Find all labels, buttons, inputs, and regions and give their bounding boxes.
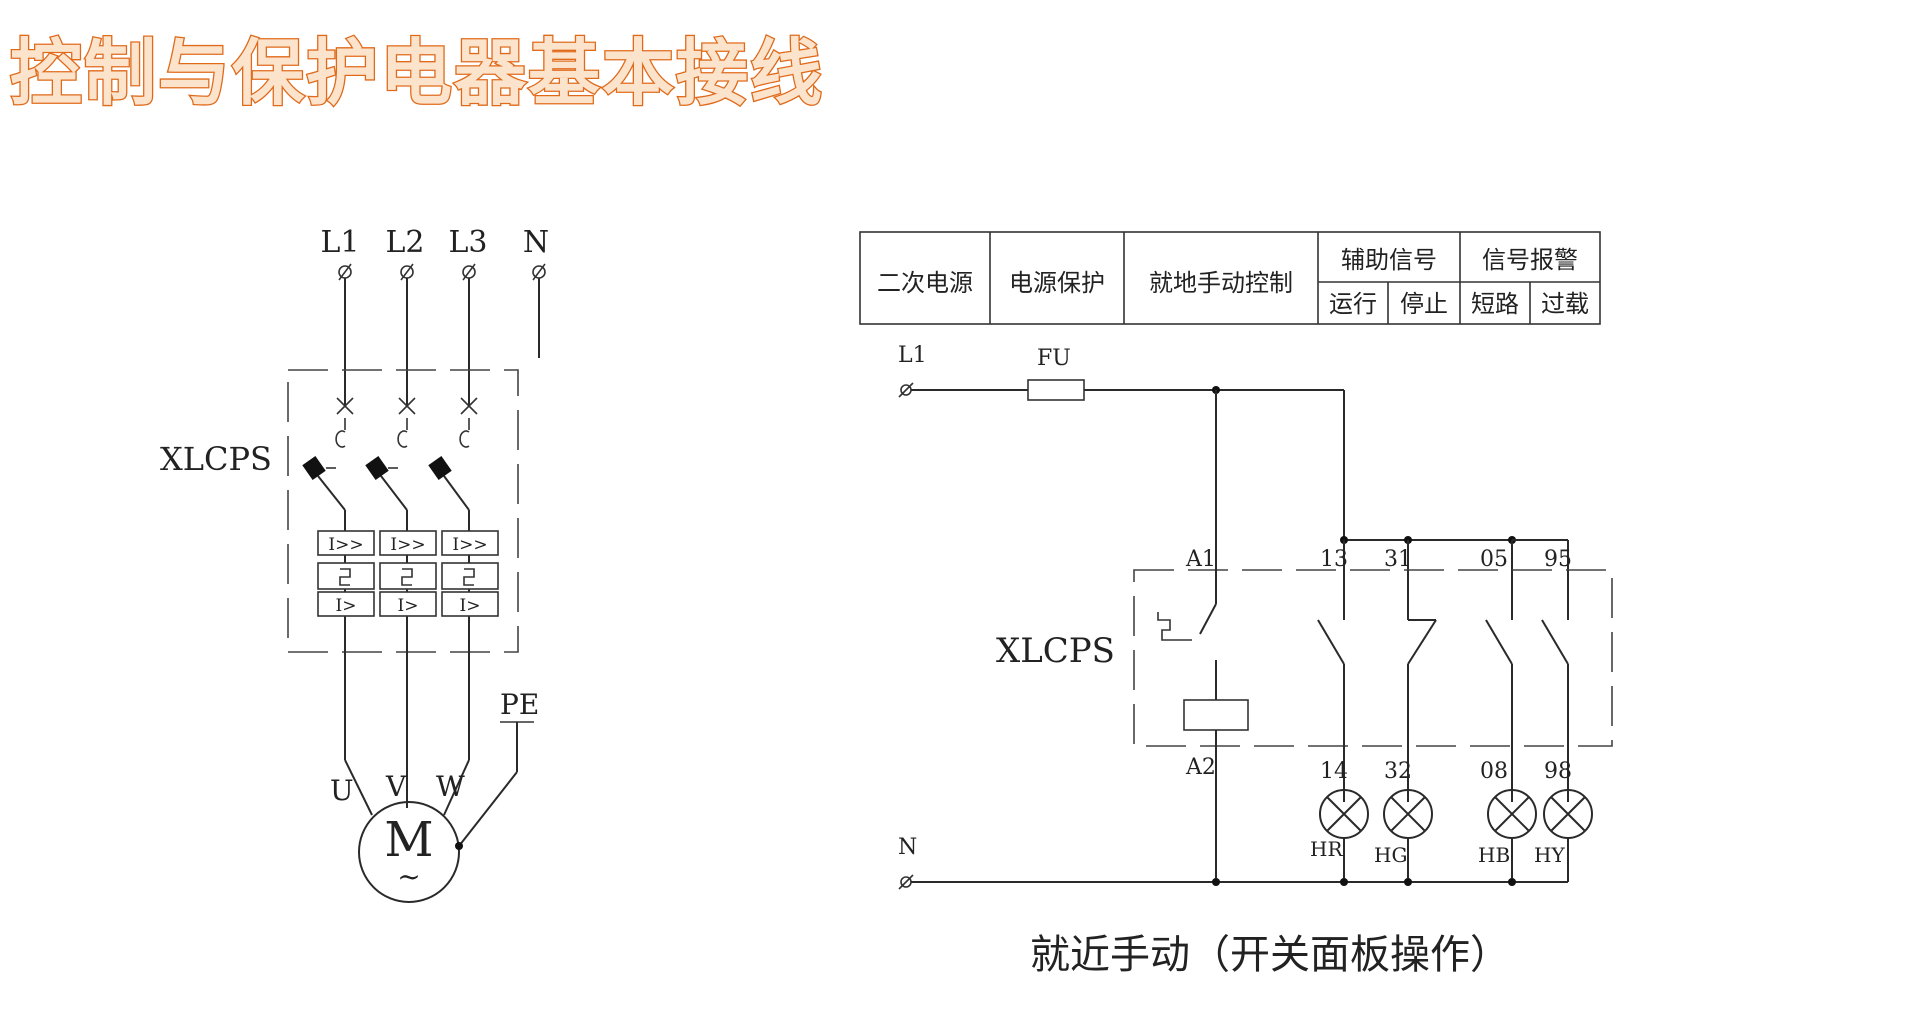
diagram-caption: 就近手动（开关面板操作）	[1030, 932, 1510, 978]
function-table: 二次电源 电源保护 就地手动控制 辅助信号 信号报警 运行 停止 短路 过载	[859, 231, 1601, 325]
table-col-power-protection: 电源保护	[1009, 269, 1105, 297]
aux-contacts: 13 31 05 95 14 32 08 98	[1317, 547, 1572, 802]
phase-label-l2: L2	[385, 225, 424, 260]
table-header-signal-alarm: 信号报警	[1482, 246, 1578, 274]
overload-trip-label-2: I>	[398, 596, 419, 616]
lamp-label-hr: HR	[1310, 837, 1343, 861]
contact-bottom-98: 98	[1544, 759, 1572, 784]
table-sub-stopped: 停止	[1400, 290, 1448, 318]
motor-letter: M	[384, 812, 433, 868]
table-col-local-manual-control: 就地手动控制	[1149, 269, 1293, 297]
contact-bottom-14: 14	[1320, 759, 1348, 784]
xlcps-control-label: XLCPS	[996, 631, 1115, 671]
contact-top-05: 05	[1480, 547, 1508, 572]
fuse-symbol	[1027, 379, 1085, 401]
overload-trips: I> I> I>	[317, 591, 499, 617]
table-header-aux-signal: 辅助信号	[1341, 246, 1437, 274]
power-circuit-diagram: L1 L2 L3 N XLCPS	[160, 225, 549, 903]
coil-symbol	[1183, 699, 1249, 731]
lamp-label-hg: HG	[1374, 843, 1407, 867]
rail-n-label: N	[898, 835, 917, 860]
short-circuit-trip-label-2: I>>	[390, 535, 425, 555]
breaker-contacts	[302, 456, 470, 511]
phase-label-l3: L3	[448, 225, 487, 260]
xlcps-enclosure	[287, 369, 519, 653]
xlcps-label: XLCPS	[160, 440, 272, 478]
motor-terminal-v: V	[385, 770, 407, 803]
contact-top-13: 13	[1320, 547, 1348, 572]
overload-trip-label-1: I>	[336, 596, 357, 616]
control-circuit-diagram: 二次电源 电源保护 就地手动控制 辅助信号 信号报警 运行 停止 短路 过载 L…	[859, 231, 1613, 978]
short-circuit-trip-label-3: I>>	[452, 535, 487, 555]
signal-lamps: HR HG HB HY	[1310, 789, 1593, 886]
neutral-label: N	[523, 225, 549, 260]
motor-terminal-u: U	[330, 774, 354, 807]
motor-symbol: M ~	[358, 801, 463, 903]
contact-bottom-08: 08	[1480, 759, 1508, 784]
coil-top-terminal: A1	[1185, 547, 1216, 572]
contact-bottom-32: 32	[1384, 759, 1412, 784]
short-circuit-trips: I>> I>> I>>	[317, 530, 499, 556]
pe-label: PE	[500, 688, 539, 721]
table-sub-short-circuit: 短路	[1471, 290, 1519, 318]
supply-terminals	[338, 263, 546, 281]
table-sub-running: 运行	[1329, 290, 1377, 318]
table-col-secondary-power: 二次电源	[877, 269, 973, 297]
lamp-label-hb: HB	[1478, 843, 1510, 867]
motor-terminal-w: W	[436, 770, 465, 803]
rail-l1-label: L1	[898, 343, 927, 368]
xlcps-control-enclosure	[1133, 569, 1613, 747]
lamp-label-hy: HY	[1534, 843, 1565, 867]
phase-label-l1: L1	[320, 225, 359, 260]
short-circuit-trip-label-1: I>>	[328, 535, 363, 555]
overload-trip-label-3: I>	[460, 596, 481, 616]
contact-top-95: 95	[1544, 547, 1572, 572]
fuse-label: FU	[1037, 346, 1071, 371]
isolator-contacts	[335, 397, 478, 448]
coil-bottom-terminal: A2	[1185, 755, 1216, 780]
motor-ac-symbol: ~	[397, 860, 420, 893]
contact-top-31: 31	[1384, 547, 1412, 572]
thermal-elements	[317, 562, 499, 590]
table-sub-overload: 过载	[1541, 290, 1589, 318]
page-title: 控制与保护电器基本接线	[10, 31, 824, 115]
